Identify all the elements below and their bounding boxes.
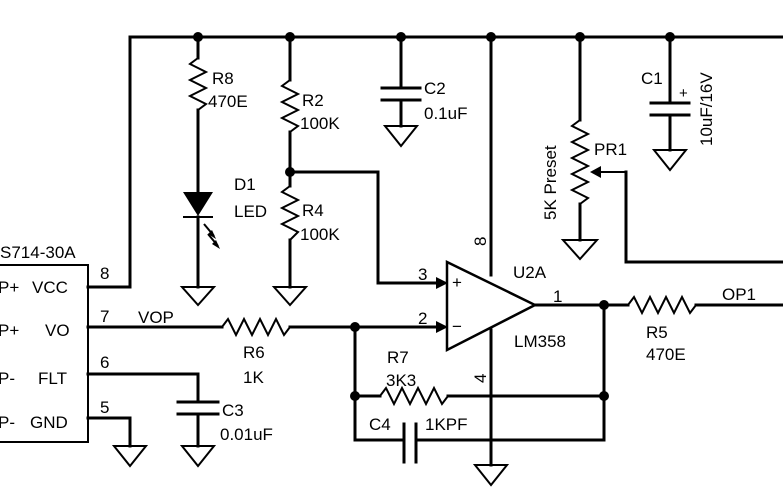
opamp-pin-gnd: 4 — [471, 374, 490, 383]
d1-value: LED — [234, 202, 267, 221]
capacitor-c3: C3 0.01uF — [86, 372, 273, 468]
net-vop-label: VOP — [138, 308, 174, 327]
ic-pin-name: GND — [30, 413, 68, 432]
c1-ref: C1 — [641, 69, 663, 88]
opamp-pin-neg: 2 — [418, 309, 427, 328]
led-d1: D1 LED — [183, 175, 267, 289]
ic-pin-ext: P+ — [0, 278, 19, 297]
opamp-minus-sign: − — [452, 317, 462, 336]
c3-value: 0.01uF — [220, 425, 273, 444]
r5-value: 470E — [646, 345, 686, 364]
opamp-ref: U2A — [513, 263, 547, 282]
opamp-part: LM358 — [514, 332, 566, 351]
capacitor-c1: + C1 10uF/16V — [641, 35, 716, 172]
ic-ground — [86, 416, 149, 468]
resistor-r2: R2 100K — [279, 35, 340, 188]
resistor-r6: R6 1K VOP — [86, 308, 448, 387]
r4-value: 100K — [300, 225, 340, 244]
ic-pin-ext: P- — [0, 413, 15, 432]
net-op1-label: OP1 — [722, 285, 756, 304]
ground-symbol — [179, 286, 217, 307]
resistor-r4: R4 100K — [279, 185, 340, 289]
r7-ref: R7 — [387, 348, 409, 367]
r2-value: 100K — [300, 114, 340, 133]
c3-ref: C3 — [222, 401, 244, 420]
ic-pin-number: 6 — [100, 353, 109, 372]
ic-pin-number: 7 — [100, 307, 109, 326]
ic-name: S714-30A — [0, 243, 76, 262]
d1-ref: D1 — [234, 175, 256, 194]
opamp-pin-vcc: 8 — [471, 237, 490, 246]
c4-value: 1KPF — [425, 415, 468, 434]
ground-symbol — [271, 286, 309, 307]
r5-ref: R5 — [646, 323, 668, 342]
opamp-pin-out: 1 — [553, 287, 562, 306]
r6-ref: R6 — [243, 343, 265, 362]
ic-pin-ext: P+ — [0, 321, 19, 340]
pr1-value: 5K Preset — [541, 145, 560, 220]
r6-value: 1K — [243, 368, 264, 387]
c4-ref: C4 — [369, 415, 391, 434]
c1-polarity: + — [679, 85, 688, 102]
ic-pin-name: FLT — [38, 369, 67, 388]
opamp-u2a: + − 3 2 1 8 4 U2A LM358 — [418, 35, 566, 487]
feedback-network: R7 3K3 C4 1KPF — [353, 303, 606, 464]
pr1-ref: PR1 — [594, 140, 627, 159]
ic-block: S714-30A P+ VCC 8 P+ VO 7 P- FLT 6 P- GN… — [0, 243, 109, 443]
r7-value: 3K3 — [386, 371, 416, 390]
c2-ref: C2 — [424, 79, 446, 98]
r8-value: 470E — [208, 92, 248, 111]
ic-pin-name: VCC — [32, 278, 68, 297]
resistor-r8: R8 470E — [187, 35, 248, 194]
wire-to-noninverting — [288, 170, 448, 289]
resistor-r5: R5 470E OP1 — [533, 285, 783, 364]
c1-value: 10uF/16V — [697, 72, 716, 146]
r4-ref: R4 — [302, 201, 324, 220]
ic-pin-number: 5 — [100, 398, 109, 417]
r2-ref: R2 — [302, 91, 324, 110]
vcc-rail — [86, 35, 783, 289]
preset-pr1: PR1 5K Preset — [541, 35, 783, 264]
opamp-plus-sign: + — [452, 273, 462, 292]
c2-value: 0.1uF — [424, 104, 467, 123]
ic-pin-number: 8 — [100, 264, 109, 283]
ic-pin-ext: P- — [0, 369, 15, 388]
ic-pin-name: VO — [45, 321, 70, 340]
capacitor-c2: C2 0.1uF — [380, 35, 467, 148]
r8-ref: R8 — [212, 69, 234, 88]
opamp-pin-pos: 3 — [418, 265, 427, 284]
